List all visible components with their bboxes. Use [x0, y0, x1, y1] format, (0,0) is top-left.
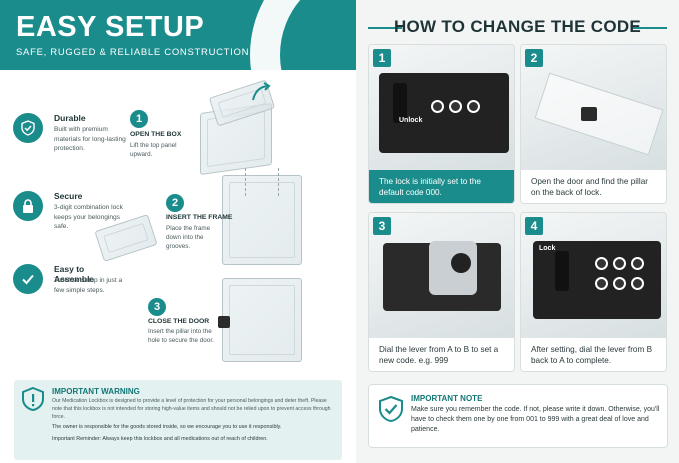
feature-desc: 3-digit combination lock keeps your belo…	[54, 204, 123, 231]
warning-owner: The owner is responsible for the goods s…	[52, 424, 282, 430]
box-illustration-frame	[222, 175, 302, 265]
note-body: Make sure you remember the code. If not,…	[411, 406, 660, 434]
step-number-badge: 4	[525, 217, 543, 235]
step-desc: Place the frame down into the grooves.	[166, 225, 211, 251]
dial	[631, 257, 644, 270]
warning-reminder: Important Reminder: Always keep this loc…	[52, 436, 268, 442]
note-title: IMPORTANT NOTE	[411, 394, 483, 403]
warning-body: Our Medication Lockbox is designed to pr…	[52, 398, 331, 421]
important-note-box: IMPORTANT NOTE Make sure you remember th…	[368, 384, 668, 448]
guide-line	[245, 168, 246, 196]
code-step-card-4: Lock 4 After setting, dial the lever fro…	[520, 212, 667, 372]
lock-photo: Unlock	[369, 45, 514, 170]
door-pillar	[218, 316, 230, 328]
shield-check-icon	[13, 113, 43, 143]
easy-setup-title: EASY SETUP	[16, 11, 205, 43]
step-caption: After setting, dial the lever from B bac…	[521, 338, 666, 371]
curved-arrow-icon	[252, 82, 271, 101]
dial	[613, 277, 626, 290]
unlock-label: Unlock	[399, 117, 423, 124]
shield-check-icon	[379, 395, 403, 423]
step-number: 3	[148, 298, 166, 316]
dial	[613, 257, 626, 270]
step-caption: Open the door and find the pillar on the…	[521, 170, 666, 203]
dial	[431, 100, 444, 113]
step-number-badge: 2	[525, 49, 543, 67]
door-pillar-photo	[521, 45, 666, 170]
feature-title: Durable	[54, 113, 86, 123]
easy-setup-subtitle: SAFE, RUGGED & RELIABLE CONSTRUCTION	[16, 47, 250, 58]
step-number-badge: 3	[373, 217, 391, 235]
feature-title: Easy to Assemble	[54, 264, 95, 284]
lock-photo: Lock	[521, 213, 666, 338]
easy-setup-panel: EASY SETUP SAFE, RUGGED & RELIABLE CONST…	[0, 0, 356, 463]
dial	[595, 257, 608, 270]
lever-knob	[451, 253, 471, 273]
step-title: OPEN THE BOX	[130, 131, 182, 138]
change-code-title: HOW TO CHANGE THE CODE	[393, 17, 642, 36]
step-number: 1	[130, 110, 148, 128]
important-warning-box: IMPORTANT WARNING Our Medication Lockbox…	[14, 380, 342, 460]
step-desc: Insert the pillar into the hole to secur…	[148, 328, 214, 345]
lever-photo	[369, 213, 514, 338]
step-number: 2	[166, 194, 184, 212]
dial	[467, 100, 480, 113]
dial	[631, 277, 644, 290]
shield-warning-icon	[22, 386, 44, 412]
feature-title: Secure	[54, 191, 83, 201]
dial	[449, 100, 462, 113]
lock-lever	[393, 83, 407, 123]
checkmark-icon	[13, 264, 43, 294]
feature-desc: Built with premium materials for long-la…	[54, 126, 126, 153]
step-title: CLOSE THE DOOR	[148, 318, 210, 325]
step-title: INSERT THE FRAME	[166, 214, 233, 221]
lock-label: Lock	[539, 245, 556, 252]
code-step-card-2: 2 Open the door and find the pillar on t…	[520, 44, 667, 204]
box-illustration-closed	[222, 278, 302, 362]
guide-line	[278, 168, 279, 196]
code-step-card-1: Unlock 1 The lock is initially set to th…	[368, 44, 515, 204]
change-code-panel: HOW TO CHANGE THE CODE Unlock 1 The lock…	[356, 0, 679, 463]
step-caption: The lock is initially set to the default…	[369, 170, 514, 203]
code-step-card-3: 3 Dial the lever from A to B to set a ne…	[368, 212, 515, 372]
back-pillar	[581, 107, 597, 121]
title-rule-right	[633, 27, 667, 29]
warning-title: IMPORTANT WARNING	[52, 387, 140, 396]
step-caption: Dial the lever from A to B to set a new …	[369, 338, 514, 371]
open-door	[534, 72, 664, 156]
lock-lever	[555, 251, 569, 291]
dial	[595, 277, 608, 290]
step-number-badge: 1	[373, 49, 391, 67]
padlock-icon	[13, 191, 43, 221]
title-rule-left	[368, 27, 402, 29]
step-desc: Lift the top panel upward.	[130, 142, 177, 159]
feature-desc: Tool-free setup in just a few simple ste…	[54, 277, 123, 294]
